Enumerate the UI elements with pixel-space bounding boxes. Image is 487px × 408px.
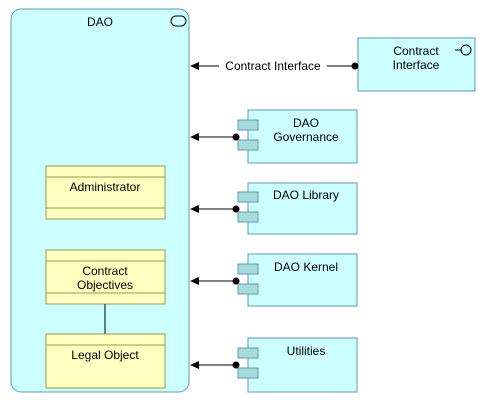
label-line: Administrator (70, 180, 141, 194)
connector-dot (232, 361, 240, 369)
object-box (45, 249, 166, 305)
administrator-object[interactable]: Administrator (45, 165, 166, 220)
component-icon (237, 139, 259, 151)
label-line: Objectives (77, 278, 133, 292)
label-line: Governance (273, 130, 339, 144)
rounded-rect-icon (170, 15, 187, 27)
object-label: Administrator (70, 180, 141, 194)
label-line: Contract (393, 44, 439, 58)
label-line: Utilities (287, 344, 326, 358)
component-icon (237, 283, 259, 295)
component-box (247, 253, 358, 307)
component-label: DAO Kernel (274, 260, 338, 274)
utilities-component[interactable]: Utilities (190, 337, 358, 393)
component-box (247, 337, 358, 393)
component-box (247, 182, 358, 235)
label-line: Contract (82, 264, 128, 278)
object-label: Legal Object (71, 348, 139, 362)
connector-dot (232, 133, 240, 141)
label-line: Legal Object (71, 348, 139, 362)
object-box (45, 165, 166, 220)
component-icon (237, 347, 259, 359)
label-line: DAO (293, 116, 319, 130)
label-line: DAO Library (273, 188, 339, 202)
component-label: DAO Library (273, 188, 339, 202)
component-icon (237, 119, 259, 131)
component-icon (237, 263, 259, 275)
component-icon (237, 211, 259, 223)
label-line: DAO Kernel (274, 260, 338, 274)
connector-dot (351, 62, 359, 70)
component-icon (237, 191, 259, 203)
interface-box (357, 37, 476, 92)
dao-library-component[interactable]: DAO Library (190, 182, 358, 235)
lollipop-interface-icon (455, 44, 472, 56)
component-icon (237, 367, 259, 379)
object-box (45, 333, 166, 389)
component-label: Utilities (287, 344, 326, 358)
component-box (247, 109, 358, 164)
label-line: Interface (393, 58, 440, 72)
dao-node-title: DAO (87, 15, 113, 29)
connector-dot (232, 205, 240, 213)
contract-interface-connector[interactable]: Contract Interface (190, 59, 359, 73)
connector-label: Contract Interface (225, 59, 321, 73)
dao-kernel-component[interactable]: DAO Kernel (190, 253, 358, 307)
connector-dot (232, 277, 240, 285)
legal-object-object[interactable]: Legal Object (45, 333, 166, 389)
